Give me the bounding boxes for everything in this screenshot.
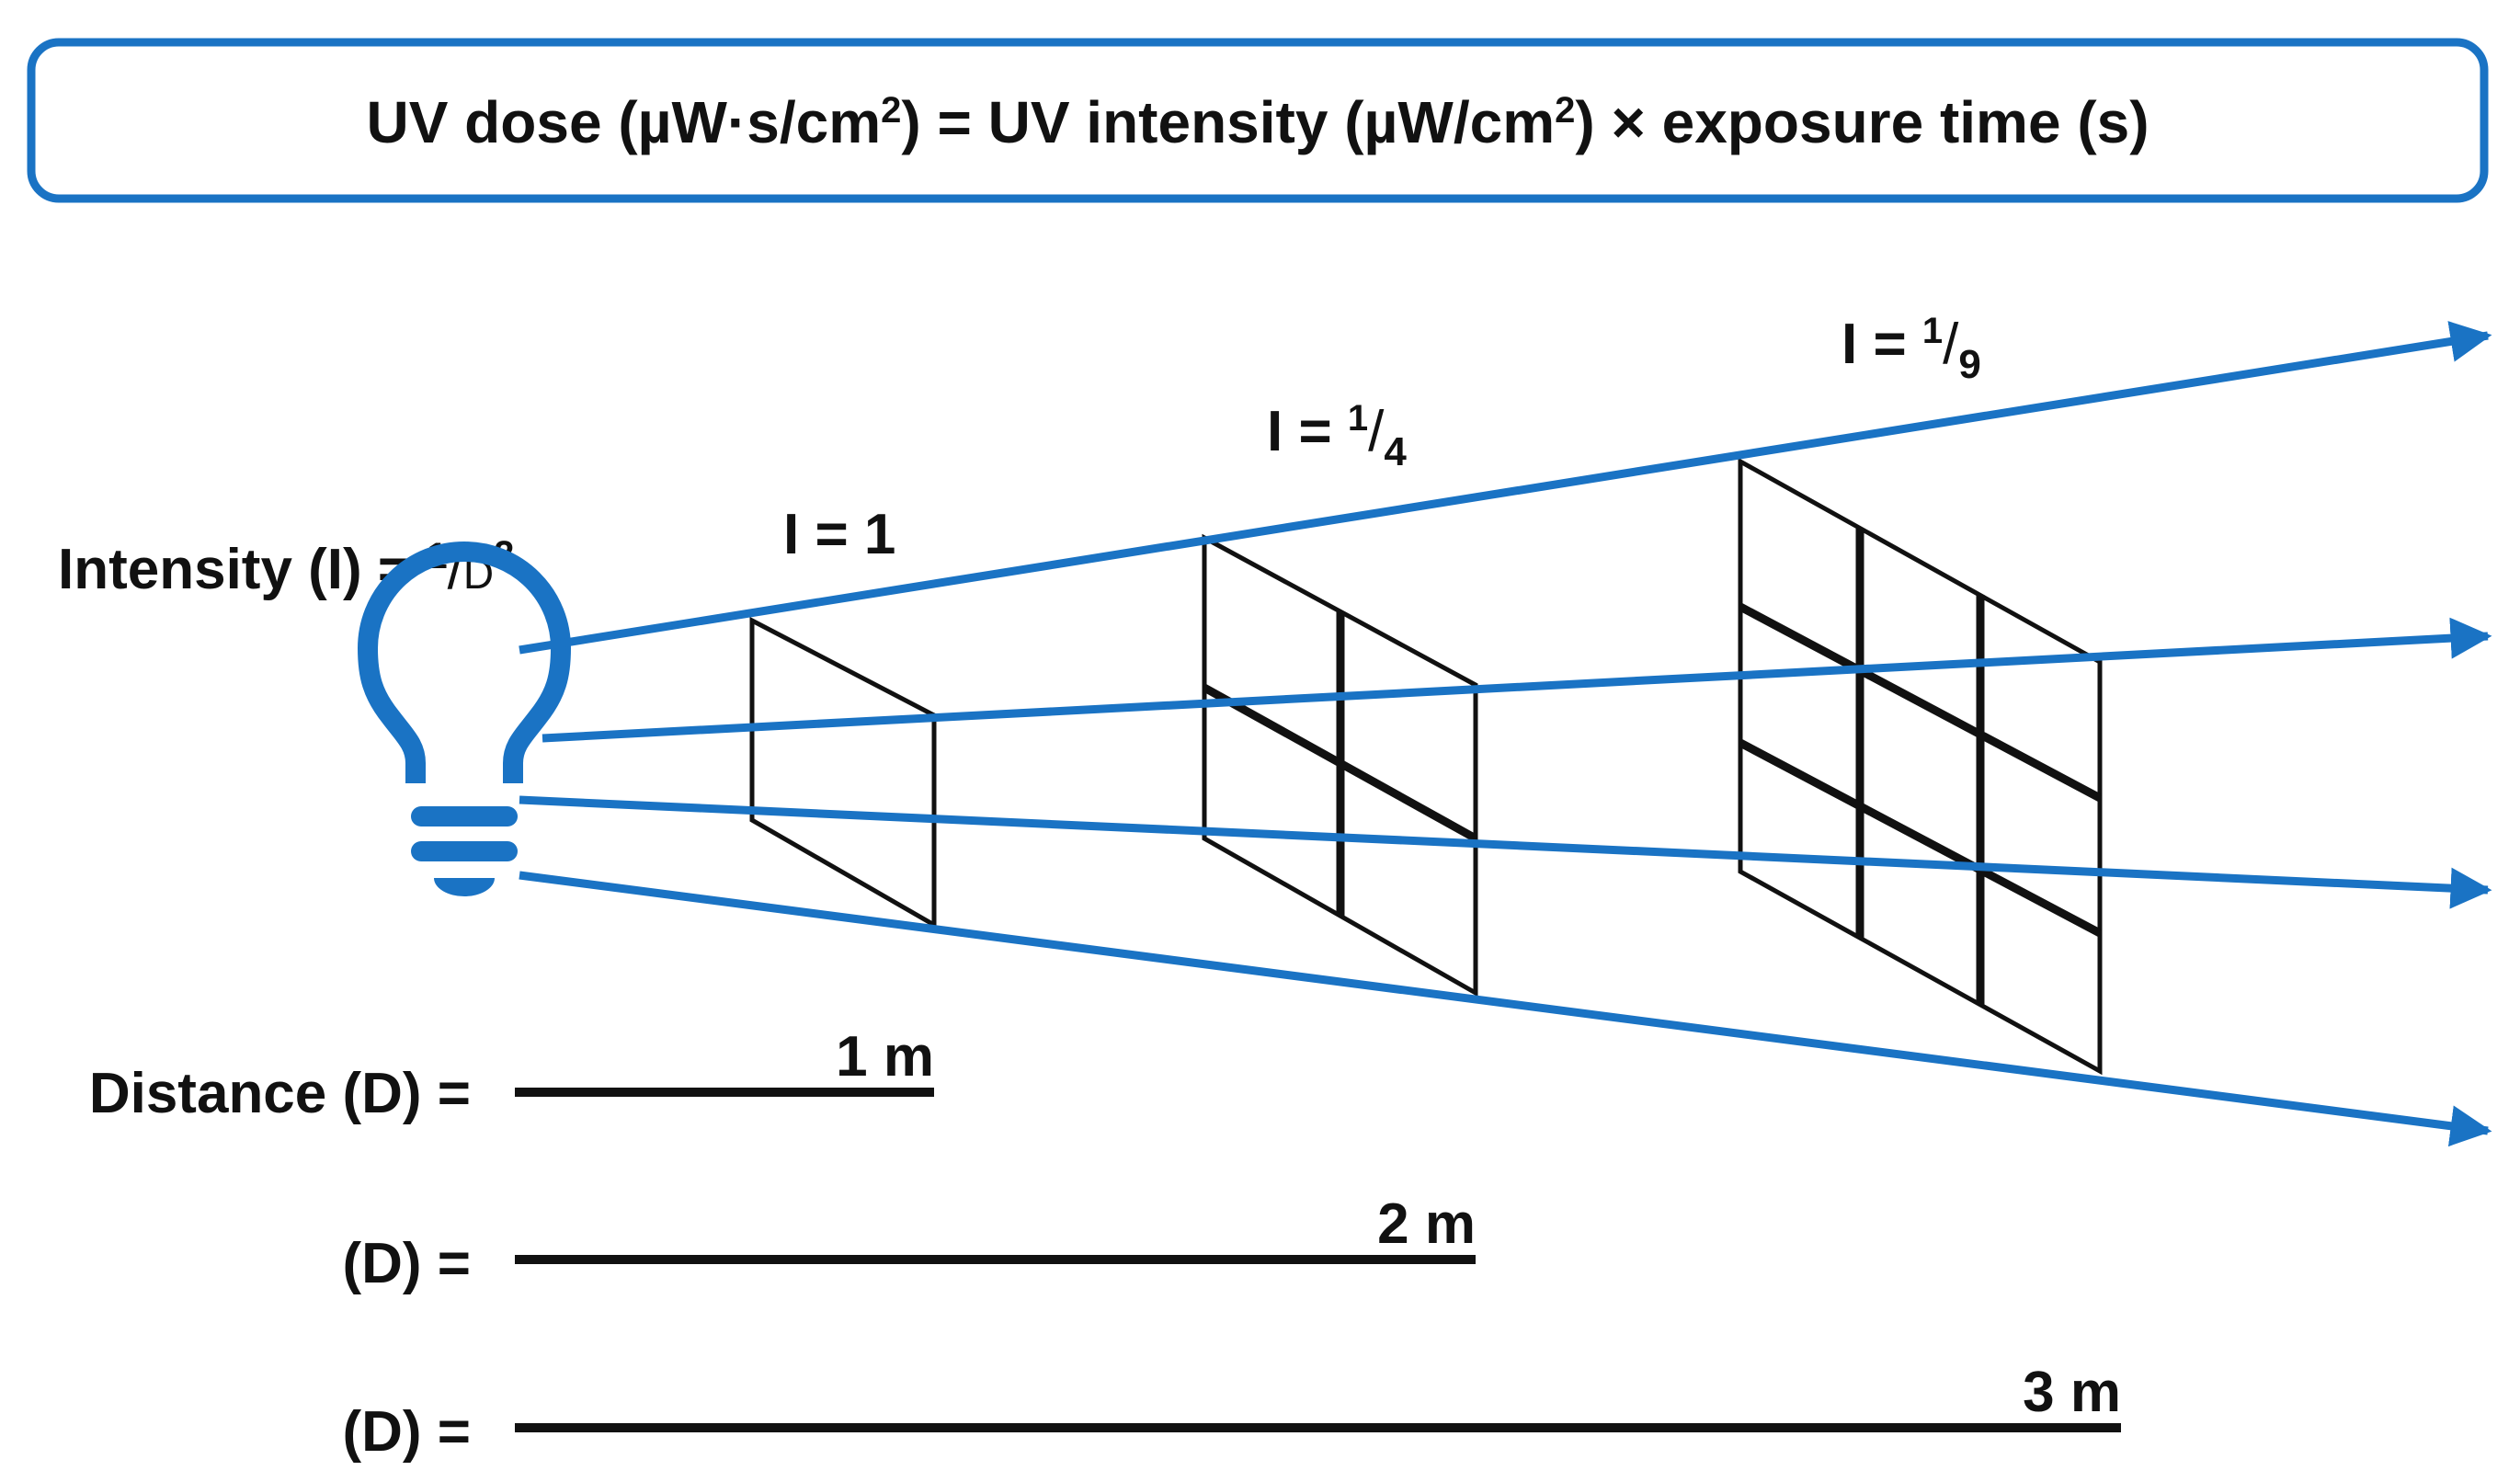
formula-lhs: UV dose [366, 89, 601, 155]
plane-3-slash: / [1943, 313, 1959, 376]
plane-1-label: I = 1 [783, 503, 895, 566]
distance-label-1: Distance (D) = [89, 1062, 471, 1125]
plane-1 [749, 616, 937, 929]
formula-lhs-unit-open: (µW·s/cm [618, 89, 881, 155]
formula-rhs-a-unit-open: (µW/cm [1344, 89, 1555, 155]
formula-rhs-a: UV intensity [988, 89, 1328, 155]
plane-3-denominator: 9 [1958, 342, 1980, 387]
plane-2-numerator: 1 [1348, 398, 1368, 439]
formula-lhs-unit-close: ) [901, 89, 920, 155]
formula-rhs-b: exposure time (s) [1662, 89, 2149, 155]
intensity-law-label: Intensity (I) = [58, 538, 411, 601]
light-rays [519, 321, 2492, 1147]
plane-3-label: I = 1/9 [1842, 311, 1981, 387]
plane-2-label: I = 1/4 [1267, 398, 1407, 474]
plane-3-numerator: 1 [1922, 311, 1943, 351]
formula-box: UV dose (µW·s/cm2) = UV intensity (µW/cm… [27, 38, 2489, 203]
distance-value-3: 3 m [2023, 1361, 2121, 1424]
plane-1-value: 1 [864, 503, 895, 566]
plane-2-denominator: 4 [1384, 429, 1407, 474]
ray-lower-middle [519, 795, 2492, 909]
ray-bottom [519, 871, 2492, 1147]
formula-rhs-a-unit-close: ) [1575, 89, 1594, 155]
distance-row-1: Distance (D) = 1 m [89, 1025, 934, 1125]
formula-text: UV dose (µW·s/cm2) = UV intensity (µW/cm… [366, 89, 2149, 155]
distance-label-2: (D) = [343, 1232, 472, 1295]
formula-times: × [1611, 89, 1645, 155]
distance-row-2: (D) = 2 m [343, 1192, 1476, 1295]
plane-2-prefix: I = [1267, 400, 1332, 463]
ray-upper-middle [542, 617, 2492, 743]
formula-lhs-unit-sup: 2 [881, 90, 901, 131]
plane-1-prefix: I = [783, 503, 849, 566]
light-bulb-icon [358, 542, 571, 896]
distance-value-1: 1 m [836, 1025, 934, 1089]
distance-value-2: 2 m [1377, 1192, 1476, 1256]
formula-equals: = [937, 89, 971, 155]
ray-top [519, 321, 2492, 655]
plane-2-slash: / [1368, 400, 1385, 463]
distance-label-3: (D) = [343, 1400, 472, 1464]
plane-2 [1202, 533, 1478, 998]
formula-frame [27, 38, 2489, 203]
distance-row-3: (D) = 3 m [343, 1361, 2121, 1464]
plane-3 [1738, 457, 2103, 1076]
formula-rhs-a-unit-sup: 2 [1555, 90, 1575, 131]
plane-3-prefix: I = [1842, 313, 1907, 376]
